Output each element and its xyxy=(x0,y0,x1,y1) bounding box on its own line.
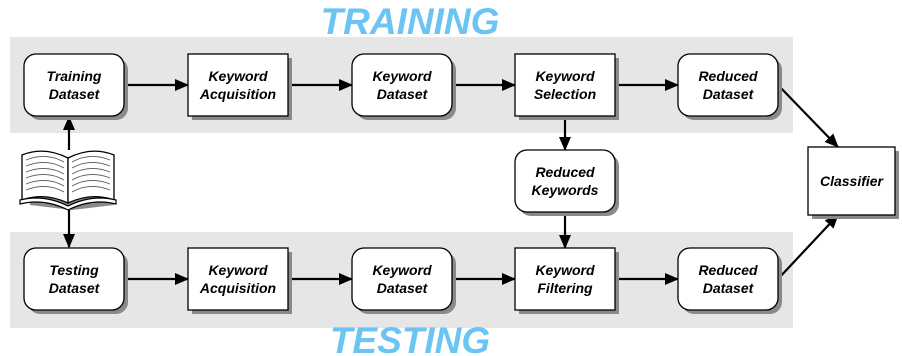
node-box xyxy=(187,247,289,311)
node-label-line: Keyword xyxy=(208,262,268,278)
node-box xyxy=(807,146,896,216)
node-label-line: Keyword xyxy=(535,68,595,84)
open-book-icon xyxy=(19,150,117,211)
node-box xyxy=(677,53,779,117)
node-box xyxy=(351,247,453,311)
flow-arrow xyxy=(777,214,839,280)
node-classifier: Classifier xyxy=(807,146,899,219)
node-label-line: Keyword xyxy=(372,68,432,84)
testing-title: TESTING xyxy=(330,320,490,356)
node-label-line: Keywords xyxy=(532,182,599,198)
node-label-line: Dataset xyxy=(703,86,755,102)
node-label-line: Keyword xyxy=(208,68,268,84)
node-box xyxy=(514,247,616,311)
node-label-line: Testing xyxy=(49,262,99,278)
flow-arrow xyxy=(777,84,839,148)
node-label-line: Classifier xyxy=(820,173,885,189)
node-label-line: Selection xyxy=(534,86,596,102)
node-label-line: Keyword xyxy=(372,262,432,278)
node-label-line: Keyword xyxy=(535,262,595,278)
node-label-line: Filtering xyxy=(537,280,593,296)
node-box xyxy=(187,53,289,117)
node-label-line: Training xyxy=(47,68,102,84)
node-box xyxy=(351,53,453,117)
nodes: TrainingDatasetKeywordAcquisitionKeyword… xyxy=(23,53,899,314)
node-label-line: Dataset xyxy=(377,280,429,296)
node-box xyxy=(514,149,616,213)
node-label-line: Dataset xyxy=(377,86,429,102)
node-label-line: Dataset xyxy=(49,86,101,102)
node-box xyxy=(23,247,125,311)
edges xyxy=(63,79,839,285)
node-box xyxy=(677,247,779,311)
node-label-line: Dataset xyxy=(703,280,755,296)
node-label-line: Acquisition xyxy=(199,280,276,296)
node-label-line: Reduced xyxy=(698,262,758,278)
node-label-line: Dataset xyxy=(49,280,101,296)
node-box xyxy=(514,53,616,117)
node-box xyxy=(23,53,125,117)
node-label-line: Reduced xyxy=(698,68,758,84)
node-label-line: Acquisition xyxy=(199,86,276,102)
training-title: TRAINING xyxy=(321,1,500,42)
node-label-line: Reduced xyxy=(535,164,595,180)
